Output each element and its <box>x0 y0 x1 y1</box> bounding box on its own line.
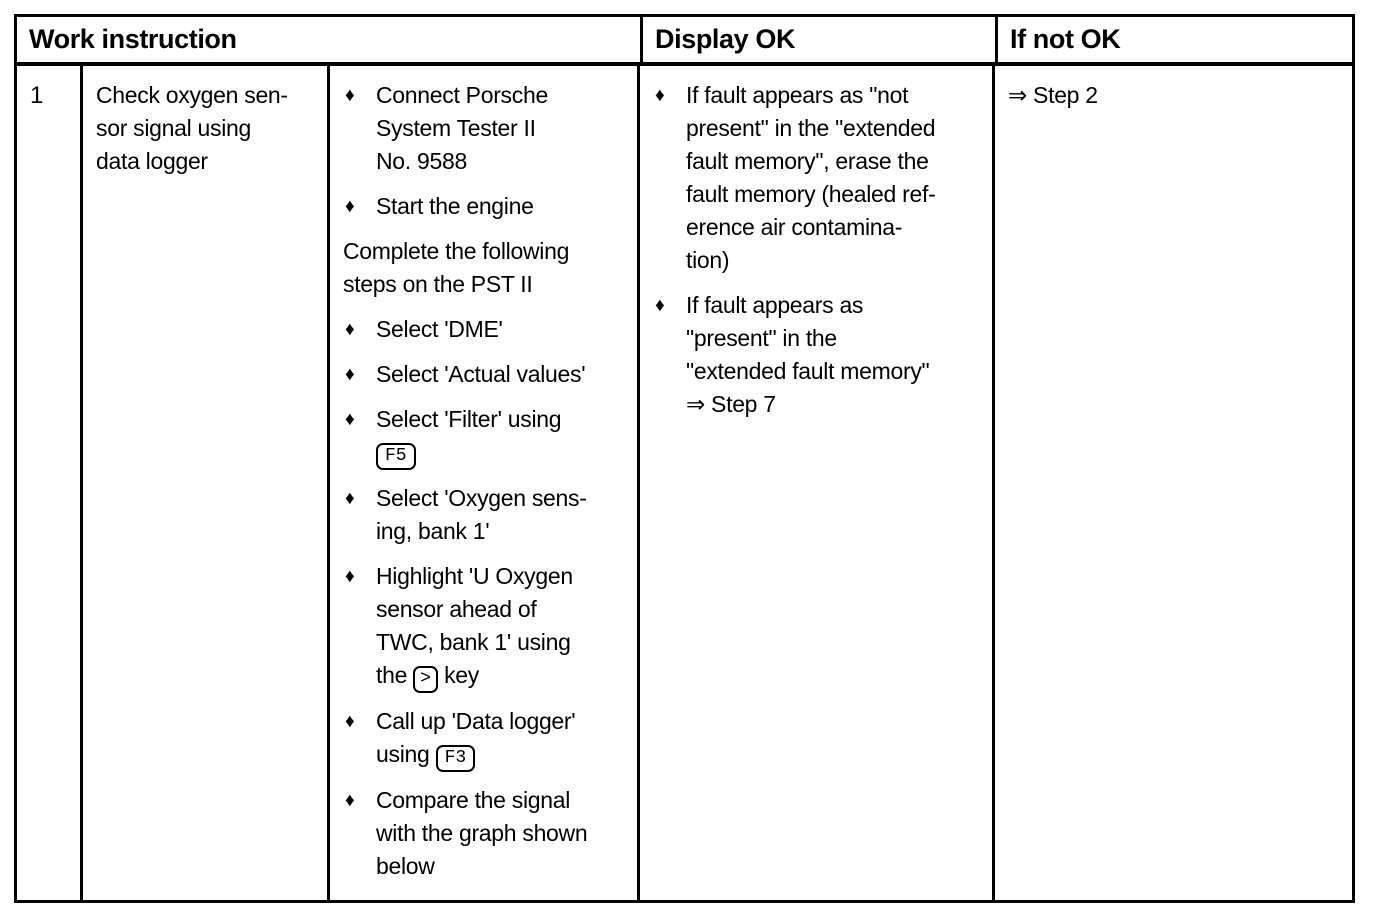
pst-note: Complete the following steps on the PST … <box>343 238 570 297</box>
step-select-dme: Select 'DME' <box>376 316 503 342</box>
diamond-bullet-icon: ♦ <box>345 364 355 385</box>
step-call-up-text: Call up 'Data logger' using <box>376 708 576 767</box>
step-highlight-text: Highlight 'U Oxygen sensor ahead of TWC,… <box>376 563 573 688</box>
if-not-ok-step-reference: ⇒ Step 2 <box>1008 82 1098 108</box>
greater-than-key-icon: > <box>413 666 438 693</box>
table-row: 1 Check oxygen sen- sor signal using dat… <box>17 66 1352 900</box>
f3-key-icon: F3 <box>435 745 476 772</box>
instruction-text: Check oxygen sen- sor signal using data … <box>96 82 288 174</box>
list-item: ♦ Select 'Actual values' <box>343 358 629 391</box>
diamond-bullet-icon: ♦ <box>345 790 355 811</box>
list-item: ♦ If fault appears as "not present" in t… <box>653 79 984 277</box>
list-item: ♦ Call up 'Data logger' using F3 <box>343 705 629 772</box>
list-item: ♦ If fault appears as "present" in the "… <box>653 289 984 421</box>
column-header-display-ok: Display OK <box>643 17 998 62</box>
table-header-row: Work instruction Display OK If not OK <box>17 17 1352 66</box>
column-header-if-not-ok: If not OK <box>1010 24 1121 54</box>
step-number-cell: 1 <box>17 66 83 900</box>
list-item: ♦ Highlight 'U Oxygen sensor ahead of TW… <box>343 560 629 693</box>
list-item: ♦ Connect Porsche System Tester II No. 9… <box>343 79 629 178</box>
step-select-filter-text: Select 'Filter' using <box>376 406 562 432</box>
display-ok-fault-not-present: If fault appears as "not present" in the… <box>686 82 936 273</box>
step-call-up-data-logger: Call up 'Data logger' using F3 <box>376 705 629 772</box>
step-highlight-sensor: Highlight 'U Oxygen sensor ahead of TWC,… <box>376 560 629 693</box>
diagnostic-procedure-table: Work instruction Display OK If not OK 1 … <box>14 14 1355 903</box>
step-compare-signal: Compare the signal with the graph shown … <box>376 787 588 879</box>
list-item: ♦ Compare the signal with the graph show… <box>343 784 629 883</box>
display-ok-cell: ♦ If fault appears as "not present" in t… <box>640 66 995 900</box>
diamond-bullet-icon: ♦ <box>345 711 355 732</box>
if-not-ok-cell: ⇒ Step 2 <box>995 66 1352 900</box>
step-select-oxygen-sensing: Select 'Oxygen sens- ing, bank 1' <box>376 485 587 544</box>
diamond-bullet-icon: ♦ <box>345 566 355 587</box>
step-connect-tester: Connect Porsche System Tester II No. 958… <box>376 82 548 174</box>
column-header-work-instruction: Work instruction <box>17 17 643 62</box>
list-item: ♦ Start the engine <box>343 190 629 223</box>
work-instruction-cell: Check oxygen sen- sor signal using data … <box>83 66 330 900</box>
step-number: 1 <box>30 82 44 109</box>
diamond-bullet-icon: ♦ <box>655 295 665 316</box>
list-item: ♦ Select 'DME' <box>343 313 629 346</box>
f5-key-icon: F5 <box>376 443 416 470</box>
step-start-engine: Start the engine <box>376 193 534 219</box>
list-item: ♦ Select 'Oxygen sens- ing, bank 1' <box>343 482 629 548</box>
step-select-actual-values: Select 'Actual values' <box>376 361 586 387</box>
diamond-bullet-icon: ♦ <box>345 196 355 217</box>
diamond-bullet-icon: ♦ <box>345 85 355 106</box>
display-ok-fault-present: If fault appears as "present" in the "ex… <box>686 292 930 417</box>
diamond-bullet-icon: ♦ <box>655 85 665 106</box>
diamond-bullet-icon: ♦ <box>345 319 355 340</box>
diamond-bullet-icon: ♦ <box>345 488 355 509</box>
work-steps-cell: ♦ Connect Porsche System Tester II No. 9… <box>330 66 640 900</box>
step-highlight-text-after: key <box>437 662 479 688</box>
diamond-bullet-icon: ♦ <box>345 409 355 430</box>
